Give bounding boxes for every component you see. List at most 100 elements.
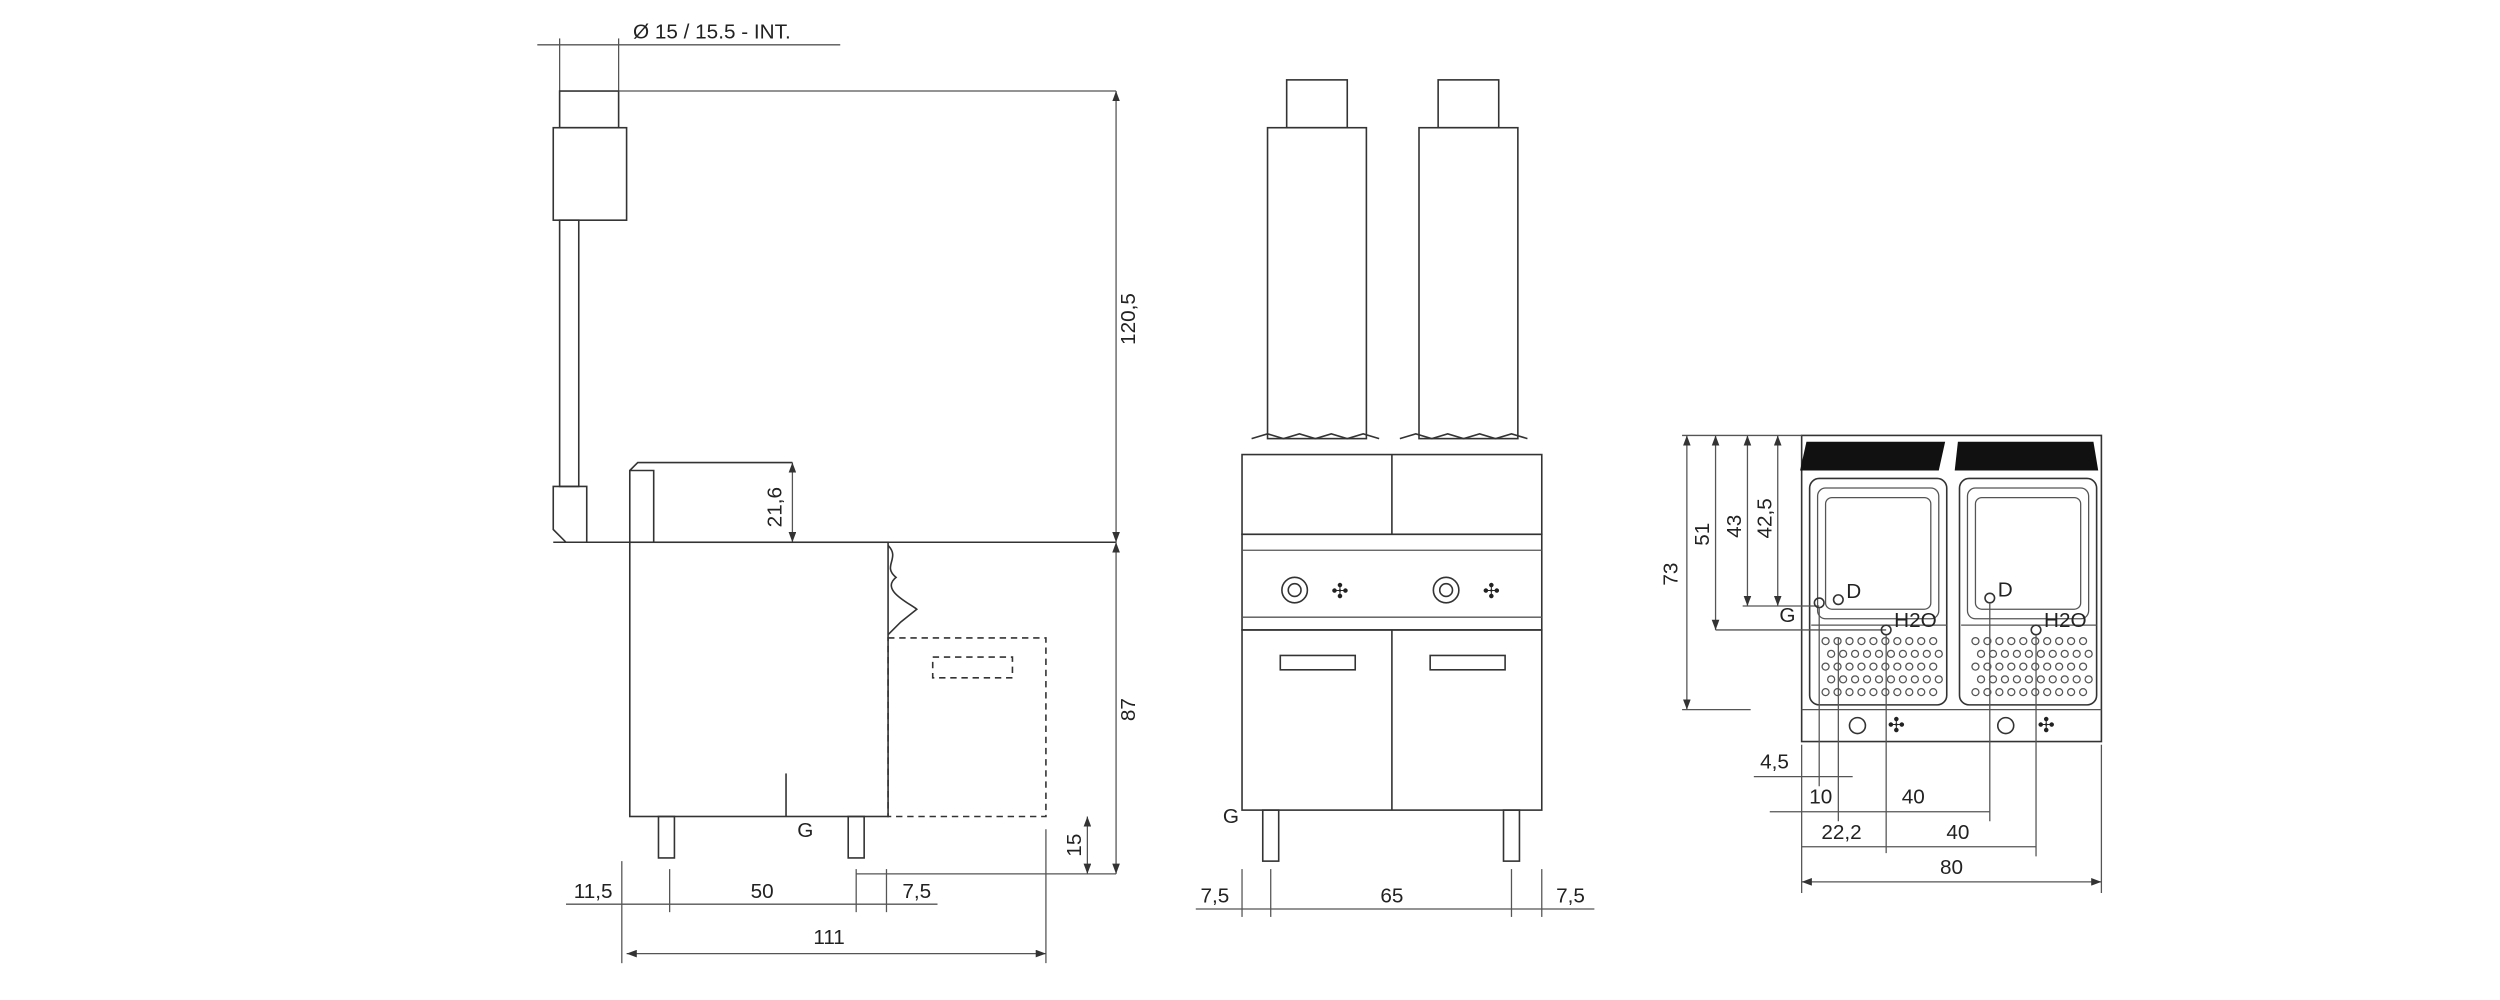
dim-40b-label: 40 bbox=[1946, 821, 1969, 844]
drain-label-right: D bbox=[1998, 578, 2013, 601]
top-outline bbox=[1800, 434, 2103, 743]
fryer-body bbox=[628, 541, 889, 818]
mesh-hole bbox=[2055, 636, 2064, 646]
depth-total-label: 111 bbox=[813, 926, 845, 949]
leg bbox=[657, 815, 676, 859]
mesh-hole bbox=[1929, 636, 1938, 646]
mesh-hole bbox=[2043, 687, 2052, 697]
front-view: ✣ ✣ G 7,5 65 7,5 bbox=[1195, 79, 1595, 917]
mesh-hole bbox=[1922, 675, 1931, 684]
gas-label: G bbox=[1223, 805, 1239, 828]
mesh-hole bbox=[1886, 675, 1896, 684]
mesh-hole bbox=[1917, 636, 1926, 646]
mesh-hole bbox=[1971, 636, 1980, 646]
mesh-hole bbox=[2078, 662, 2088, 671]
mesh-hole bbox=[1934, 675, 1943, 684]
well-height-label: 21,6 bbox=[763, 487, 786, 527]
mesh-hole bbox=[2055, 662, 2064, 671]
mesh-hole bbox=[2066, 687, 2076, 697]
mesh-hole bbox=[1827, 675, 1836, 684]
drain-connection bbox=[1832, 594, 1844, 606]
leg bbox=[1502, 809, 1521, 862]
knob-icon bbox=[1432, 576, 1460, 604]
mesh-hole bbox=[2007, 687, 2016, 697]
mesh-hole bbox=[1886, 649, 1896, 659]
valve-icon: ✣ bbox=[1888, 714, 1905, 737]
mesh-hole bbox=[2072, 649, 2081, 659]
mesh-hole bbox=[1910, 649, 1920, 659]
mesh-hole bbox=[1898, 649, 1908, 659]
valve-icon: ✣ bbox=[1483, 580, 1500, 603]
mesh-hole bbox=[1862, 649, 1872, 659]
break-line bbox=[1251, 433, 1528, 440]
mesh-hole bbox=[1821, 636, 1830, 646]
body-height-label: 87 bbox=[1117, 698, 1140, 721]
fry-pan bbox=[1808, 477, 1948, 706]
mesh-hole bbox=[1838, 649, 1848, 659]
dim-10-label: 10 bbox=[1809, 786, 1832, 809]
flue-duct bbox=[552, 126, 628, 221]
valve-icon: ✣ bbox=[2038, 714, 2055, 737]
chimney bbox=[1418, 126, 1519, 440]
mesh-hole bbox=[2043, 636, 2052, 646]
drain-connection bbox=[1984, 592, 1996, 604]
dim-22-2-label: 22,2 bbox=[1821, 821, 1861, 844]
mesh-hole bbox=[2000, 649, 2010, 659]
mesh-hole bbox=[1922, 649, 1931, 659]
mesh-hole bbox=[2036, 675, 2045, 684]
flue-elbow bbox=[552, 485, 588, 544]
flue-diameter-label: Ø 15 / 15.5 - INT. bbox=[633, 20, 791, 43]
mesh-hole bbox=[1850, 675, 1860, 684]
flue-outlet bbox=[558, 90, 620, 129]
mesh-hole bbox=[1988, 649, 1998, 659]
mesh-hole bbox=[1917, 687, 1926, 697]
mesh-hole bbox=[1995, 636, 2004, 646]
dim-left-label: 11,5 bbox=[574, 880, 613, 903]
side-view: Ø 15 / 15.5 - INT. 120,5 21,6 G 15 87 11… bbox=[537, 20, 1140, 964]
mesh-hole bbox=[1838, 675, 1848, 684]
mesh-hole bbox=[2078, 636, 2088, 646]
valve-icon: ✣ bbox=[1331, 580, 1348, 603]
mesh-hole bbox=[2007, 636, 2016, 646]
chimney-top bbox=[1437, 79, 1500, 129]
mesh-hole bbox=[1845, 662, 1854, 671]
gas-label: G bbox=[797, 819, 813, 842]
mesh-hole bbox=[2066, 636, 2076, 646]
mesh-hole bbox=[1995, 662, 2004, 671]
dim-73-label: 73 bbox=[1659, 563, 1682, 586]
dim-4-5-label: 4,5 bbox=[1760, 751, 1789, 774]
mesh-hole bbox=[1995, 687, 2004, 697]
flue-grille bbox=[1800, 441, 1946, 471]
mesh-hole bbox=[1971, 687, 1980, 697]
mesh-hole bbox=[1905, 687, 1914, 697]
mesh-hole bbox=[2036, 649, 2045, 659]
mesh-hole bbox=[1893, 636, 1902, 646]
mesh-hole bbox=[1983, 636, 1992, 646]
top-view: ✣ ✣ 73 51 43 42,5 G D D H2O H2O 4,5 10 4… bbox=[1659, 434, 2103, 894]
flue-grille bbox=[1954, 441, 2099, 471]
mesh-hole bbox=[2060, 649, 2069, 659]
mesh-hole bbox=[1850, 649, 1860, 659]
chimney-top bbox=[1285, 79, 1349, 129]
mesh-hole bbox=[1905, 662, 1914, 671]
dim-43-label: 43 bbox=[1723, 515, 1746, 538]
height-total-label: 120,5 bbox=[1117, 293, 1140, 345]
dim-42-5-label: 42,5 bbox=[1753, 498, 1776, 538]
mesh-hole bbox=[2019, 662, 2028, 671]
mesh-hole bbox=[1929, 662, 1938, 671]
mesh-hole bbox=[2066, 662, 2076, 671]
leg bbox=[1261, 809, 1280, 862]
mesh-hole bbox=[2078, 687, 2088, 697]
mesh-hole bbox=[2072, 675, 2081, 684]
mesh-hole bbox=[1893, 662, 1902, 671]
mesh-hole bbox=[1833, 636, 1842, 646]
knob-icon bbox=[1996, 716, 2015, 735]
mesh-hole bbox=[1862, 675, 1872, 684]
mesh-hole bbox=[1983, 687, 1992, 697]
mesh-hole bbox=[2048, 649, 2057, 659]
dim-51-label: 51 bbox=[1691, 523, 1714, 546]
mesh-hole bbox=[2084, 675, 2093, 684]
mesh-hole bbox=[1869, 662, 1878, 671]
leg-height-label: 15 bbox=[1063, 834, 1086, 857]
mesh-hole bbox=[1905, 636, 1914, 646]
